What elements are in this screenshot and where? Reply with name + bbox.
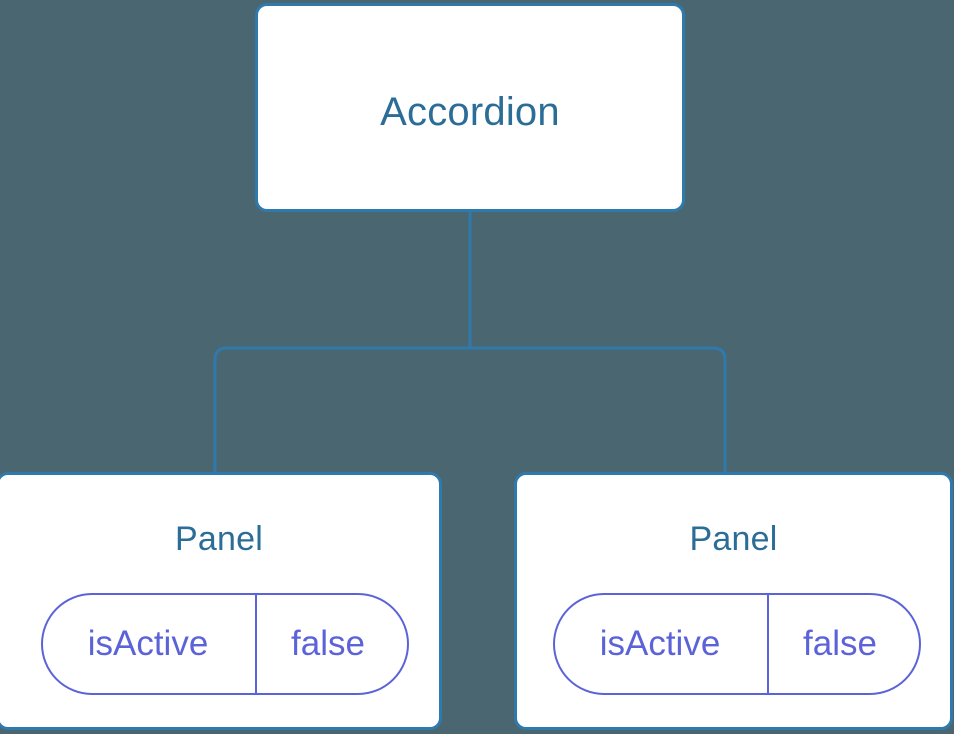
state-pill-panel-1-key: isActive bbox=[43, 595, 257, 693]
node-panel-2-title: Panel bbox=[689, 520, 778, 558]
node-panel-1-title: Panel bbox=[175, 520, 263, 558]
node-panel-2[interactable]: Panel isActive false bbox=[514, 472, 953, 730]
node-accordion-title: Accordion bbox=[380, 90, 560, 134]
state-pill-panel-2-value: false bbox=[803, 624, 877, 663]
connector-branch-right bbox=[470, 346, 727, 474]
state-pill-panel-1-value: false bbox=[291, 624, 365, 663]
state-pill-panel-2[interactable]: isActive false bbox=[553, 593, 921, 695]
node-accordion[interactable]: Accordion bbox=[255, 3, 685, 212]
connector-branch-left bbox=[213, 346, 470, 474]
node-panel-1[interactable]: Panel isActive false bbox=[0, 472, 442, 730]
state-pill-panel-2-key: isActive bbox=[555, 595, 769, 693]
state-pill-panel-1[interactable]: isActive false bbox=[41, 593, 409, 695]
